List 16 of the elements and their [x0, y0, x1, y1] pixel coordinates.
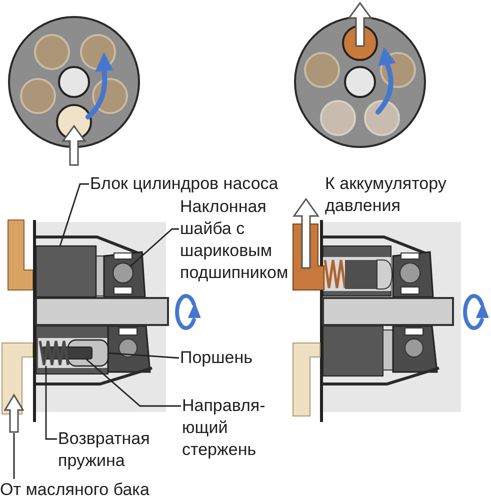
leader-line: [86, 358, 181, 407]
callout-label: Возвратная пружина: [58, 428, 151, 472]
annotation-label: К аккумулятору давления: [325, 173, 448, 217]
return-spring: [38, 340, 70, 366]
callout-label: Блок цилиндров насоса: [90, 173, 280, 195]
cylinder-block: [35, 245, 97, 298]
leader-line: [130, 228, 179, 267]
leader-line: [13, 433, 15, 479]
leader-line: [45, 366, 57, 440]
callout-label: От масляного бака: [0, 479, 151, 501]
ball-bearing: [112, 262, 134, 284]
flow-arrow: [4, 394, 24, 433]
callout-label: Наклонная шайба с шариковым подшипником: [180, 196, 290, 284]
callout-label: Поршень: [180, 347, 254, 369]
leader-line: [108, 352, 180, 359]
callout-label: Направля- ющий стержень: [182, 395, 267, 461]
